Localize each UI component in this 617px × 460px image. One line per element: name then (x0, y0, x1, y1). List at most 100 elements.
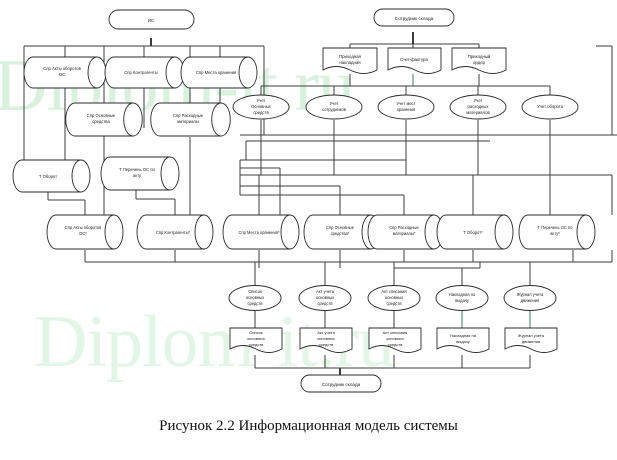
op4-l1: Накладная по (449, 292, 476, 297)
doc-schet-faktura[interactable]: Счет-фактура (387, 47, 442, 74)
tt5-l2: материалы (177, 119, 199, 124)
od5-l2: движения (522, 339, 540, 344)
op2-l1: Акт учета (316, 289, 335, 294)
od4-l1: Накладная на (450, 333, 477, 338)
p4-l2: расходных (468, 104, 490, 109)
p1-l1: Учет (257, 98, 266, 103)
result-t-oborot-label: Т Оборот* (463, 230, 483, 235)
p3-l1: Учет мест (396, 101, 415, 106)
tt7-l2: акту (133, 173, 142, 178)
p2-l1: Учет (330, 101, 339, 106)
output-process-nakladnaya-po-vydachu[interactable]: Накладная по выдачу Накладная по выдачу (435, 281, 489, 311)
result-t-oborot[interactable]: Т Оборот* (436, 214, 514, 250)
table-nodes-top: Спр Акты оборотов ОС Спр Акты оборотов О… (12, 53, 258, 193)
op3-l3: средств (387, 301, 402, 306)
output-doc-spisok-os[interactable]: Список основных средств Список основных … (229, 324, 283, 353)
output-process-akt-spisaniya-os[interactable]: Акт списания основных средств Акт списан… (367, 281, 421, 311)
result-spr-kontragenty[interactable]: Спр Контрагенты* (136, 214, 214, 250)
p2-l2: сотрудников (322, 107, 347, 112)
process-nodes: Учет Основных средств Учет Основных сред… (232, 89, 579, 120)
output-doc-zhurnal-ucheta-dvizheniya[interactable]: Журнал учета движения Журнал учета движе… (504, 324, 558, 353)
output-doc-spisok-os-label: Список основных средств (256, 324, 258, 325)
od5-l1: Журнал учета (518, 333, 545, 338)
input-document-nodes: Приходная накладная Приходная накладная … (322, 43, 507, 74)
process-uchet-sotrudnikov[interactable]: Учет сотрудников Учет сотрудников (305, 89, 363, 120)
tt1-l2: ОС (59, 72, 65, 77)
tt1-l1: Спр Акты оборотов (43, 66, 81, 71)
output-doc-akt-spisaniya-os[interactable]: Акт списания основных средств Акт списан… (368, 324, 422, 353)
tr7-l1: Т Перечень ОС по (538, 225, 574, 230)
od4-l2: выдачу (456, 339, 470, 344)
tr4-l2: средства* (331, 231, 350, 236)
doc-prihodnaya-nakladnaya-label-1: Приходная (339, 54, 362, 59)
tt5-l1: Спр Расходные (173, 113, 204, 118)
table-spr-mesta-hraneniya[interactable]: Спр Места хранения (180, 56, 258, 89)
actor-staff-bottom[interactable]: Сотрудник склада (300, 374, 382, 393)
od3-l1: Акт списания (383, 330, 408, 335)
output-process-zhurnal-ucheta-dvizheniya[interactable]: Журнал учета движения Журнал учета движе… (503, 281, 557, 311)
process-uchet-rashodnyh-materialov[interactable]: Учет расходных материалов Учет расходных… (449, 89, 507, 120)
od3-l3: средств (388, 342, 403, 347)
tt7-l1: Т Перечень ОС по (119, 167, 155, 172)
doc-prihodny-order[interactable]: Приходный ордер Приходный ордер (451, 43, 507, 74)
table-spr-akty-oborotov-os[interactable]: Спр Акты оборотов ОС Спр Акты оборотов О… (23, 53, 107, 89)
actor-staff-top[interactable]: Сотрудник склада (373, 8, 455, 27)
output-process-nodes: Список основных средств Список основных … (228, 281, 557, 311)
op5-l2: движения (521, 298, 540, 303)
table-spr-akty-oborotov-os-label: Спр Акты оборотов ОС (62, 53, 64, 54)
doc-prihodny-order-label-2: ордер (473, 60, 486, 65)
table-t-perechen-os-po-aktu-label: Т Перечень ОС по акту (137, 153, 139, 154)
tr5-l2: материалы* (393, 231, 416, 236)
actor-staff-bottom-label: Сотрудник склада (322, 382, 361, 387)
p3-l2: хранения (397, 107, 415, 112)
doc-prihodny-order-label: Приходный ордер (479, 43, 481, 44)
op1-l1: Список (248, 289, 262, 294)
result-spr-mesta-hraneniya[interactable]: Спр Места хранения* (222, 214, 300, 250)
table-spr-mesta-hraneniya-label: Спр Места хранения (196, 70, 236, 75)
table-spr-rashodnye-materialy[interactable]: Спр Расходные материалы Спр Расходные ма… (150, 99, 231, 137)
op4-l2: выдачу (455, 298, 470, 303)
od3-l2: основных (386, 336, 404, 341)
result-spr-akty-oborotov-os[interactable]: Спр Акты оборотов ОС* Спр Акты оборотов … (46, 211, 124, 250)
output-process-spisok-os[interactable]: Список основных средств Список основных … (228, 281, 282, 311)
op5-l1: Журнал учета (517, 292, 544, 297)
table-t-oborot[interactable]: Т Оборот (12, 159, 91, 193)
p1-l3: средств (253, 110, 269, 115)
actor-is[interactable]: ИС (108, 9, 195, 30)
result-spr-rashodnye-materialy[interactable]: Спр Расходные материалы* Спр Расходные м… (367, 211, 444, 250)
op3-l1: Акт списания (381, 289, 406, 294)
table-spr-kontragenty[interactable]: Спр Контрагенты (104, 56, 185, 89)
information-model-diagram: ИС Сотрудник склада Сотрудник склада При… (12, 8, 617, 393)
result-t-perechen-os-po-aktu[interactable]: Т Перечень ОС по акту* Т Перечень ОС по … (518, 211, 596, 250)
process-uchet-osnovnyh-sredstv[interactable]: Учет Основных средств Учет Основных сред… (232, 89, 290, 120)
output-doc-akt-spisaniya-os-label: Акт списания основных средств (395, 324, 397, 325)
output-doc-zhurnal-ucheta-dvizheniya-label: Журнал учета движения (531, 324, 533, 325)
output-process-akt-ucheta-os[interactable]: Акт учета основных средств Акт учета осн… (298, 281, 352, 311)
process-uchet-mest-hraneniya[interactable]: Учет мест хранения Учет мест хранения (377, 89, 435, 120)
output-doc-nakladnaya-na-vydachu[interactable]: Накладная на выдачу Накладная на выдачу (436, 324, 490, 353)
p4-l3: материалов (466, 110, 490, 115)
doc-prihodnaya-nakladnaya[interactable]: Приходная накладная Приходная накладная (322, 43, 378, 74)
output-doc-akt-ucheta-os[interactable]: Акт учета основных средств Акт учета осн… (299, 324, 353, 353)
table-spr-osnovnye-sredstva-label: Спр Основные средства (101, 99, 103, 100)
p1-l2: Основных (251, 104, 272, 109)
tt4-l1: Спр Основные (87, 113, 116, 118)
doc-prihodny-order-label-1: Приходный (468, 54, 491, 59)
table-spr-kontragenty-label: Спр Контрагенты (124, 70, 157, 75)
od1-l2: основных (247, 336, 265, 341)
result-spr-kontragenty-label: Спр Контрагенты* (156, 230, 191, 235)
table-spr-osnovnye-sredstva[interactable]: Спр Основные средства Спр Основные средс… (65, 99, 143, 137)
table-t-perechen-os-po-aktu[interactable]: Т Перечень ОС по акту Т Перечень ОС по а… (100, 153, 180, 191)
op1-l2: основных (246, 295, 264, 300)
table-nodes-result: Спр Акты оборотов ОС* Спр Акты оборотов … (46, 211, 596, 250)
actor-is-label: ИС (148, 18, 155, 23)
output-doc-akt-ucheta-os-label: Акт учета основных средств (326, 324, 328, 325)
actor-staff-top-label: Сотрудник склада (395, 16, 434, 21)
tr1-l1: Спр Акты оборотов (65, 225, 102, 230)
table-t-oborot-label: Т Оборот (39, 174, 57, 179)
op3-l2: основных (385, 295, 403, 300)
result-spr-osnovnye-sredstva[interactable]: Спр Основные средства* Спр Основные сред… (303, 211, 381, 250)
od2-l3: средств (319, 342, 334, 347)
process-uchet-oborota[interactable]: Учет оборота (521, 94, 579, 120)
